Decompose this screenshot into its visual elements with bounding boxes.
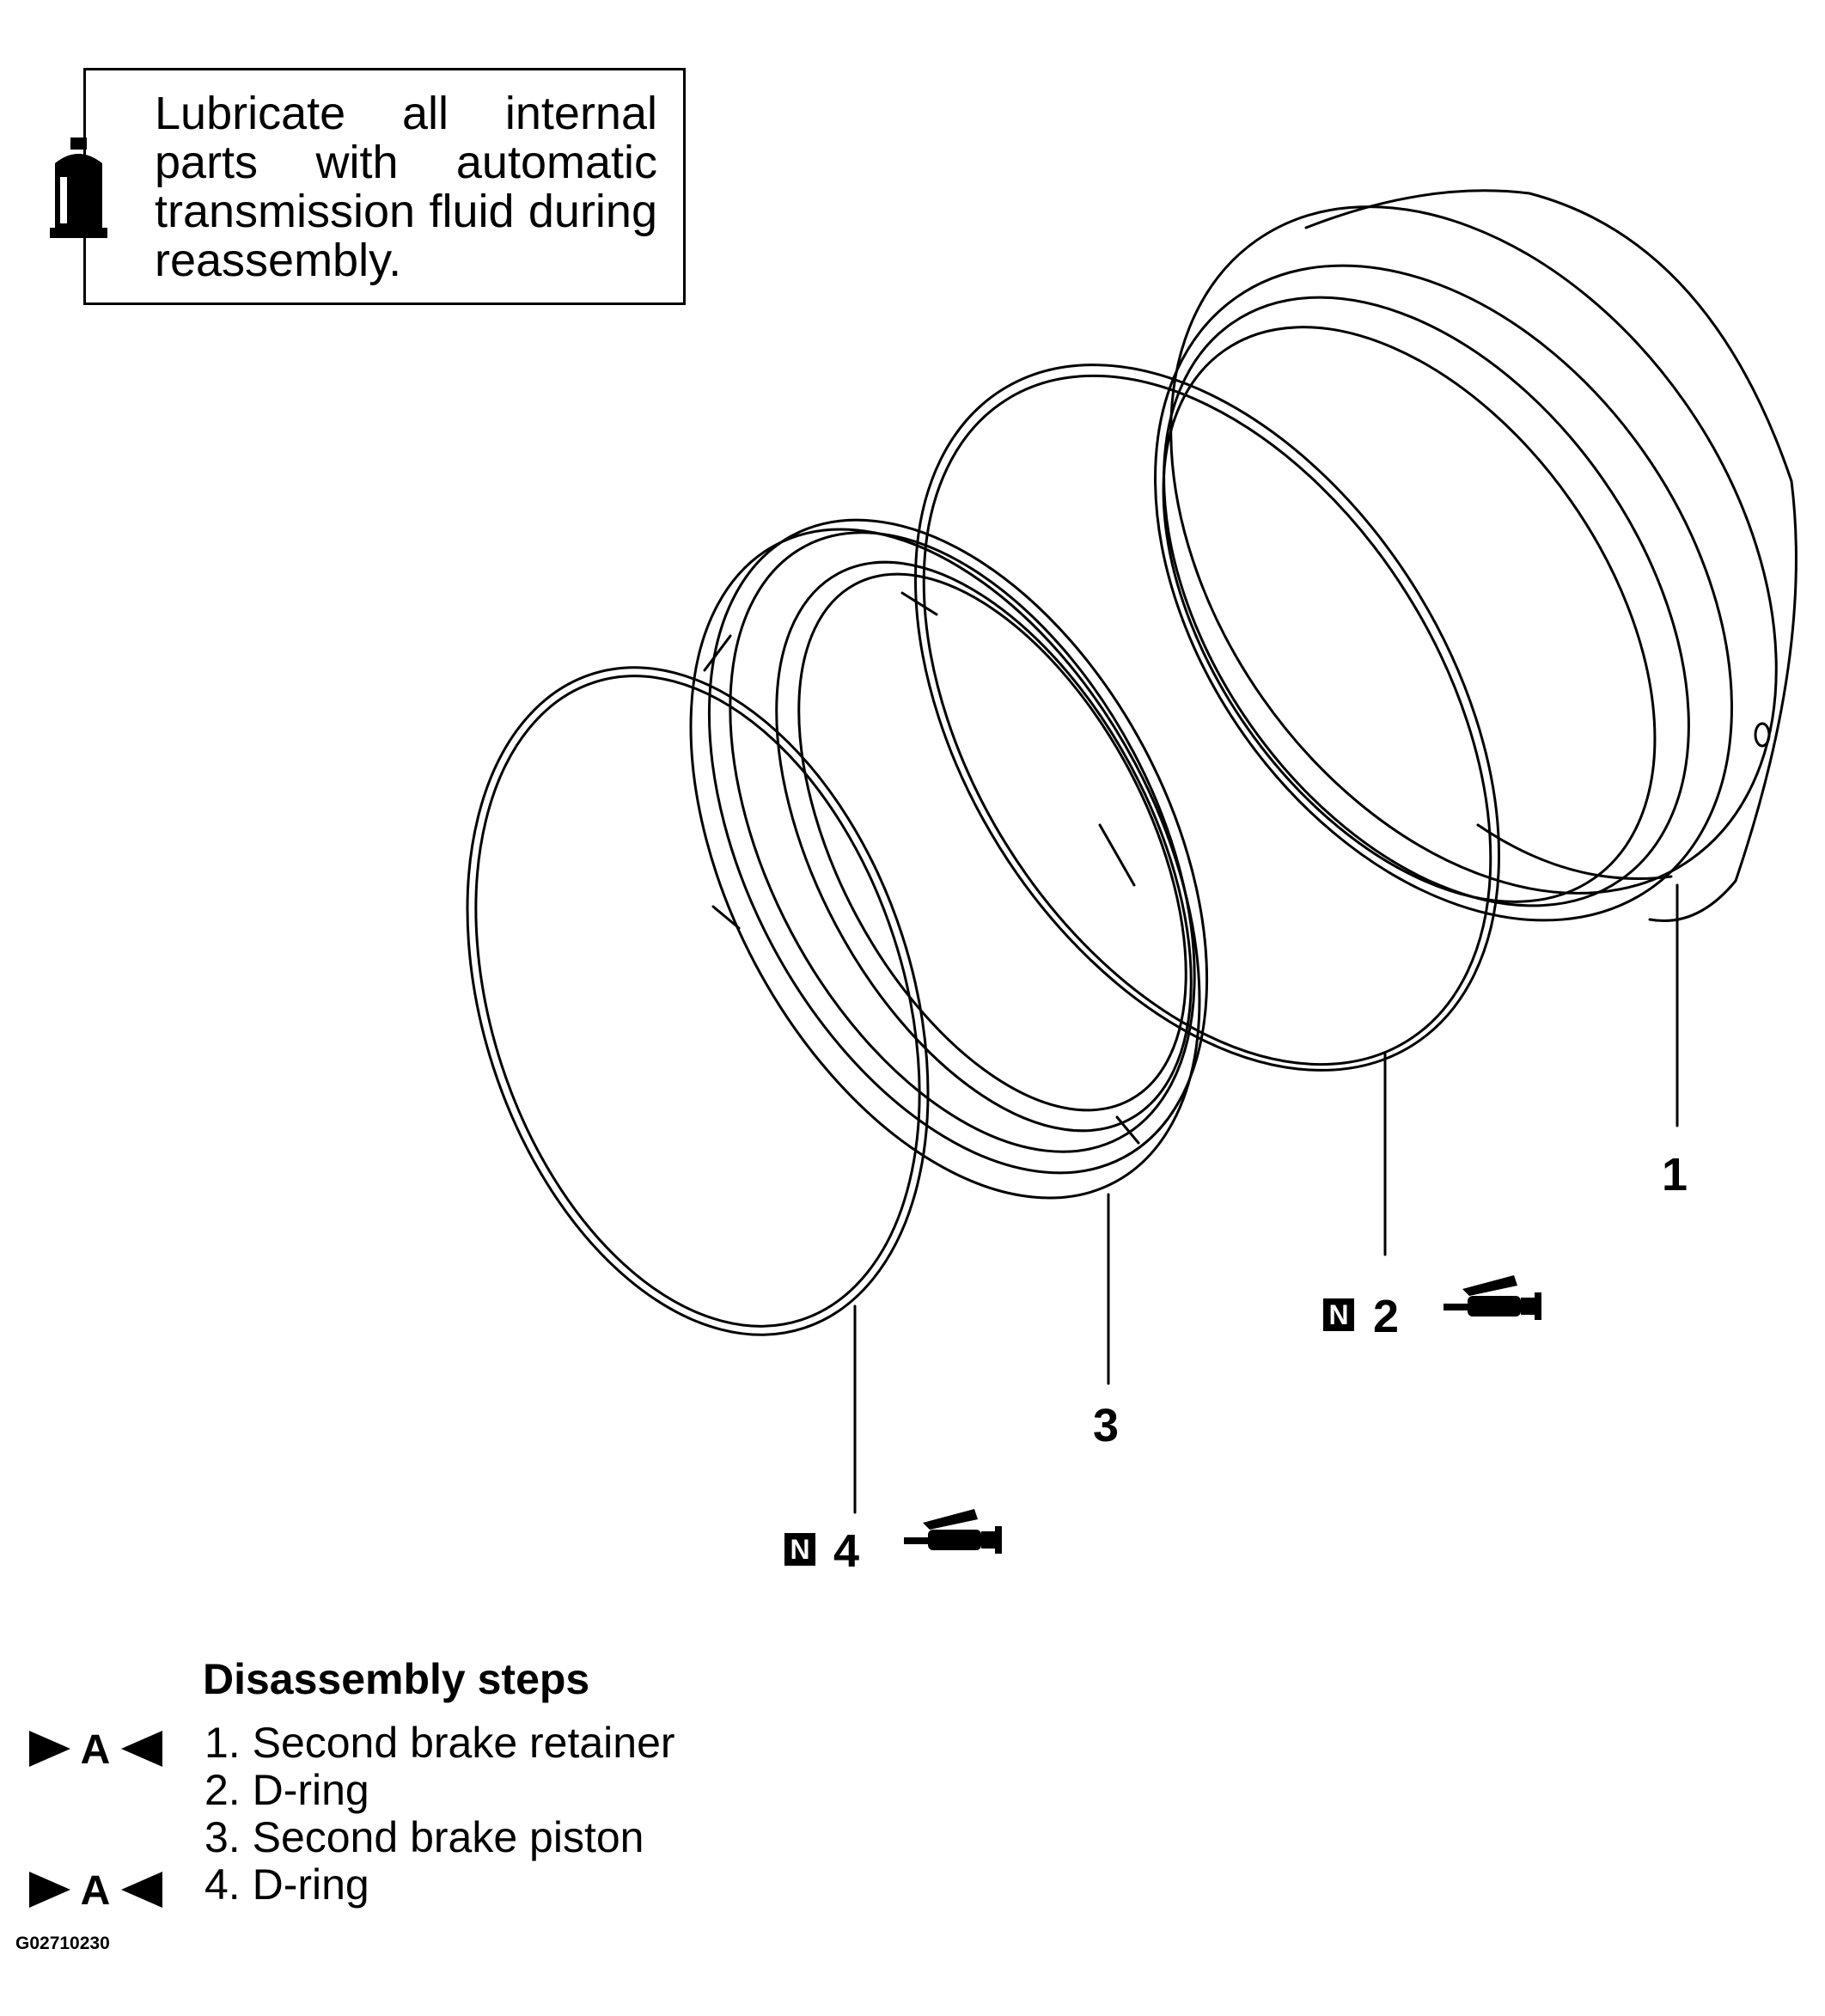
new-part-badge: N — [784, 1533, 815, 1566]
step-item: 4. D-ring — [204, 1860, 369, 1909]
step-marker-letter: A — [81, 1868, 111, 1913]
steps-title: Disassembly steps — [203, 1655, 590, 1703]
callout-part-2: 2 — [1373, 1291, 1400, 1342]
callout-part-3: 3 — [1093, 1400, 1120, 1451]
grease-gun-icon — [1444, 1275, 1541, 1320]
grease-gun-icon — [904, 1509, 1002, 1554]
part-1-retainer-drawing — [1154, 189, 1798, 923]
oil-can-icon — [50, 137, 107, 238]
part-3-piston-drawing — [689, 518, 1209, 1200]
figure-code: G02710230 — [15, 1934, 110, 1953]
note-line: parts with automatic — [155, 137, 657, 188]
callout-part-1: 1 — [1662, 1149, 1688, 1200]
part-2-d-ring-drawing — [913, 363, 1501, 1072]
note-line: transmission fluid during — [155, 186, 657, 237]
callout-part-4: 4 — [833, 1525, 860, 1577]
step-item: 3. Second brake piston — [204, 1813, 644, 1861]
leader-lines — [853, 883, 1679, 1514]
lubrication-note-text: Lubricate all internal parts with automa… — [155, 89, 657, 285]
note-line: Lubricate all internal — [155, 88, 657, 139]
new-part-badge: N — [1323, 1298, 1354, 1331]
step-marker-letter: A — [81, 1727, 111, 1772]
part-4-d-ring-drawing — [466, 666, 930, 1336]
arrow-marker-icon: A — [29, 1865, 162, 1914]
note-line: reassembly. — [155, 235, 402, 286]
arrow-marker-icon: A — [29, 1724, 162, 1773]
step-item: 1. Second brake retainer — [204, 1719, 675, 1767]
step-item: 2. D-ring — [204, 1766, 369, 1814]
